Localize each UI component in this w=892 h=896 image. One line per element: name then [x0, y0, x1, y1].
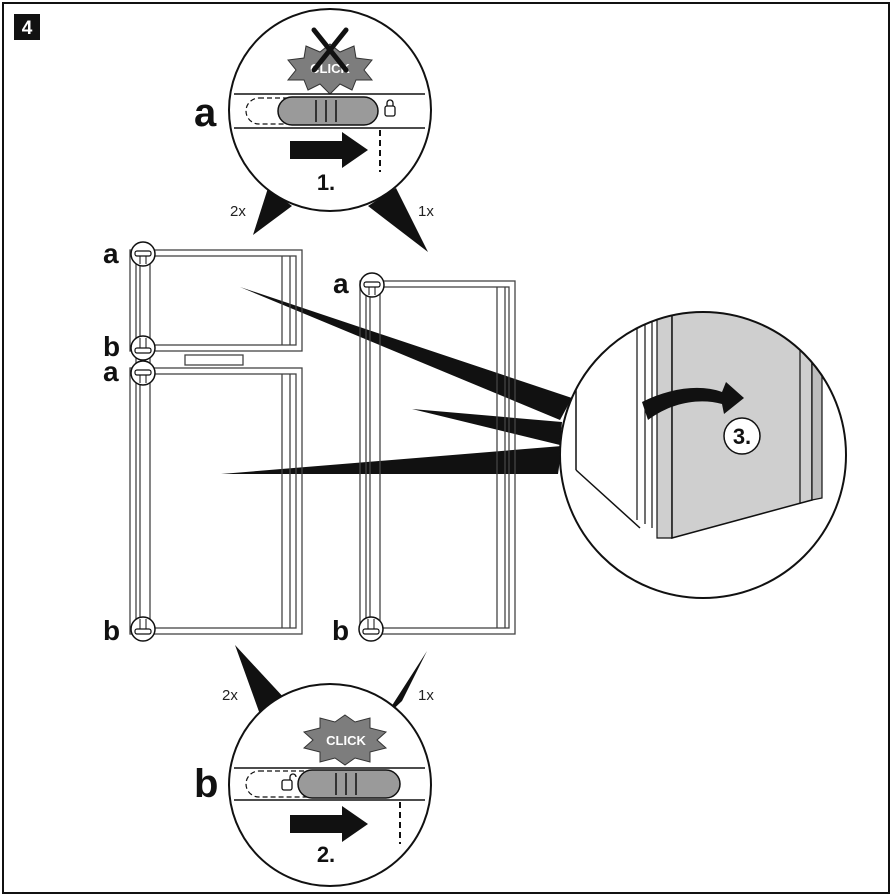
hinge-left-mid-a: [130, 360, 156, 386]
click-text-bottom: CLICK: [326, 733, 366, 748]
step-text-1: 1.: [317, 170, 335, 195]
pointer-right-wedge-2: [412, 409, 562, 445]
step-text-2: 2.: [317, 842, 335, 867]
hinge-right-bottom: [358, 616, 384, 642]
cross-icon: [311, 27, 349, 73]
callout-top: CLICK 1.: [228, 8, 432, 212]
step-badge: 4: [14, 14, 40, 40]
pointer-bottom-right-wedge: [384, 651, 427, 718]
slider-bottom: [297, 769, 401, 799]
callout-bottom: CLICK 2.: [228, 683, 432, 887]
lock-open-icon: [281, 773, 297, 791]
label-left-top-a: a: [103, 238, 119, 269]
click-burst-icon-bottom: [302, 714, 388, 766]
count-bottom-right: 1x: [418, 687, 434, 704]
label-left-mid-b: b: [103, 331, 120, 362]
pointer-right-wedge-1: [240, 287, 572, 420]
pointer-right-wedge-3: [221, 446, 562, 474]
hinge-left-top: [130, 241, 156, 267]
arrow-right-icon-bottom: [290, 806, 368, 842]
fridge-left: [129, 249, 303, 635]
step-badge-label: 4: [22, 18, 33, 39]
pointer-top-right-wedge: [368, 188, 428, 252]
count-bottom-left: 2x: [222, 687, 238, 704]
step-text-3: 3.: [733, 424, 751, 449]
hinge-left-mid-b: [130, 335, 156, 361]
count-top-right: 1x: [418, 203, 434, 220]
slider-top: [277, 96, 379, 126]
label-right-top-a: a: [333, 268, 349, 299]
rotate-arrow-icon: [642, 382, 744, 420]
hinge-left-bottom: [130, 616, 156, 642]
label-left-mid-a: a: [103, 356, 119, 387]
callout-right: 3.: [559, 311, 847, 599]
callout-bottom-letter: b: [194, 762, 218, 806]
lock-closed-icon: [384, 99, 396, 117]
label-left-bottom-b: b: [103, 615, 120, 646]
label-right-bottom-b: b: [332, 615, 349, 646]
fridge-right: [359, 280, 516, 635]
hinge-right-top: [359, 272, 385, 298]
arrow-right-icon-top: [290, 132, 368, 168]
count-top-left: 2x: [230, 203, 246, 220]
callout-top-letter: a: [194, 91, 217, 135]
